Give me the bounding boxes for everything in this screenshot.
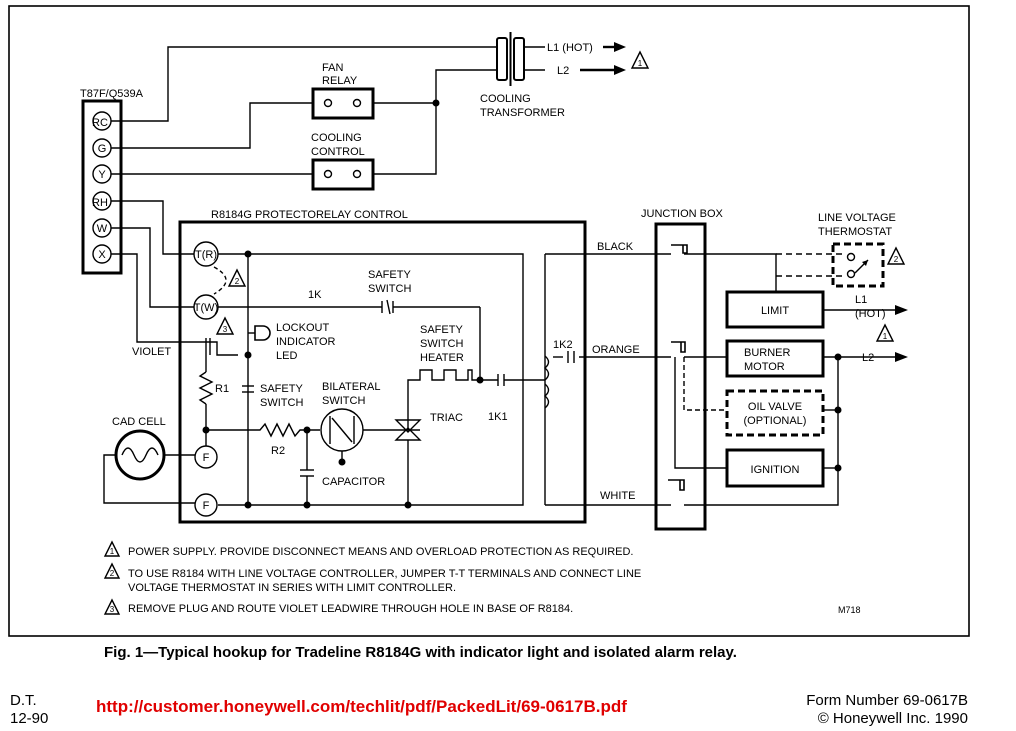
control-title: R8184G PROTECTORELAY CONTROL (211, 209, 408, 221)
cad-cell (114, 429, 166, 481)
safety-switch-top-label-1: SAFETY (368, 269, 411, 281)
burner-motor-label-2: MOTOR (744, 361, 785, 373)
fan-relay (311, 87, 375, 120)
thermostat-block (81, 99, 123, 275)
copyright: © Honeywell Inc. 1990 (818, 710, 968, 727)
cad-cell-label: CAD CELL (112, 416, 166, 428)
lockout-led-label-1: LOCKOUT (276, 322, 329, 334)
bilateral-switch-label-1: BILATERAL (322, 381, 381, 393)
form-number: Form Number 69-0617B (806, 692, 968, 709)
k1-contact-label: 1K1 (488, 411, 508, 423)
note-3-num: 3 (110, 605, 115, 614)
transformer-primary (496, 37, 508, 81)
terminal-w-label: W (97, 223, 108, 235)
violet-label: VIOLET (132, 346, 171, 358)
note-1-line-1: POWER SUPPLY. PROVIDE DISCONNECT MEANS A… (128, 546, 634, 558)
bilateral-switch-label-2: SWITCH (322, 395, 365, 407)
oil-valve-label-1: OIL VALVE (748, 401, 802, 413)
lockout-led-label-3: LED (276, 350, 297, 362)
terminal-f-lower-label: F (203, 500, 210, 512)
junction-box-label: JUNCTION BOX (641, 208, 724, 220)
safety-switch-heater-label-3: HEATER (420, 352, 464, 364)
oil-valve-box (725, 389, 825, 437)
safety-switch-heater-label-1: SAFETY (420, 324, 463, 336)
note-3-line-1: REMOVE PLUG AND ROUTE VIOLET LEADWIRE TH… (128, 603, 573, 615)
r2-label: R2 (271, 445, 285, 457)
terminal-x-label: X (98, 249, 106, 261)
terminal-rc-label: RC (92, 117, 108, 129)
fan-relay-label-2: RELAY (322, 75, 358, 87)
safety-switch-left-label-1: SAFETY (260, 383, 303, 395)
black-wire-label: BLACK (597, 241, 634, 253)
ignition-box (725, 448, 825, 488)
ref-2-control: 2 (235, 277, 240, 286)
note-2-line-2: VOLTAGE THERMOSTAT IN SERIES WITH LIMIT … (128, 582, 456, 594)
capacitor-label: CAPACITOR (322, 476, 385, 488)
junction-box (654, 222, 707, 531)
limit-box (725, 290, 825, 329)
ref-1-right: 1 (883, 332, 888, 341)
doc-type: D.T. (10, 692, 37, 709)
l1-hot-top-label: L1 (HOT) (547, 42, 593, 54)
burner-motor-label-1: BURNER (744, 347, 791, 359)
k1-label: 1K (308, 289, 322, 301)
terminal-f-lower (194, 493, 218, 517)
line-voltage-thermostat-label-1: LINE VOLTAGE (818, 212, 896, 224)
safety-switch-left-label-2: SWITCH (260, 397, 303, 409)
terminal-rh-label: RH (92, 197, 108, 209)
note-2-line-1: TO USE R8184 WITH LINE VOLTAGE CONTROLLE… (128, 568, 641, 580)
r1-label: R1 (215, 383, 229, 395)
cooling-control (311, 158, 375, 191)
limit-label: LIMIT (761, 305, 789, 317)
oil-valve-label-2: (OPTIONAL) (744, 415, 807, 427)
k2-contact-label: 1K2 (553, 339, 573, 351)
note-1-marker (103, 540, 121, 557)
r8184g-control-box (178, 220, 587, 524)
note-1-num: 1 (110, 547, 115, 556)
triac-label: TRIAC (430, 412, 463, 424)
orange-wire-label: ORANGE (592, 344, 640, 356)
burner-motor-box (725, 339, 825, 378)
note-3-marker (103, 598, 121, 615)
terminal-g-label: G (98, 143, 107, 155)
safety-switch-heater-label-2: SWITCH (420, 338, 463, 350)
terminal-y-label: Y (98, 169, 106, 181)
source-url[interactable]: http://customer.honeywell.com/techlit/pd… (96, 697, 627, 716)
l2-right-label: L2 (862, 352, 874, 364)
figure-caption: Fig. 1—Typical hookup for Tradeline R818… (104, 644, 737, 661)
line-voltage-thermostat (831, 242, 885, 288)
figure-code: M718 (838, 605, 861, 615)
fan-relay-label-1: FAN (322, 62, 343, 74)
terminal-t-r-label: T(R) (195, 249, 217, 261)
cooling-control-label-2: CONTROL (311, 146, 365, 158)
ref-2-thermostat: 2 (894, 255, 899, 264)
l1-hot-right-label-2: (HOT) (855, 308, 886, 320)
white-wire-label: WHITE (600, 490, 635, 502)
figure-frame (8, 5, 970, 637)
terminal-f-upper-label: F (203, 452, 210, 464)
doc-date: 12-90 (10, 710, 48, 727)
ref-3-control: 3 (223, 325, 228, 334)
lockout-led-label-2: INDICATOR (276, 336, 336, 348)
cooling-control-label-1: COOLING (311, 132, 362, 144)
lockout-led (254, 325, 271, 341)
terminal-t-w-label: T(W) (194, 302, 218, 314)
ignition-label: IGNITION (751, 464, 800, 476)
l1-hot-right-label-1: L1 (855, 294, 867, 306)
safety-switch-top-label-2: SWITCH (368, 283, 411, 295)
ref-1-top: 1 (638, 59, 643, 68)
cooling-transformer-label-1: COOLING (480, 93, 531, 105)
note-2-num: 2 (110, 569, 115, 578)
transformer-secondary (513, 37, 525, 81)
line-voltage-thermostat-label-2: THERMOSTAT (818, 226, 892, 238)
l2-top-label: L2 (557, 65, 569, 77)
thermostat-model: T87F/Q539A (80, 88, 144, 100)
cooling-transformer-label-2: TRANSFORMER (480, 107, 565, 119)
note-2-marker (103, 562, 121, 579)
